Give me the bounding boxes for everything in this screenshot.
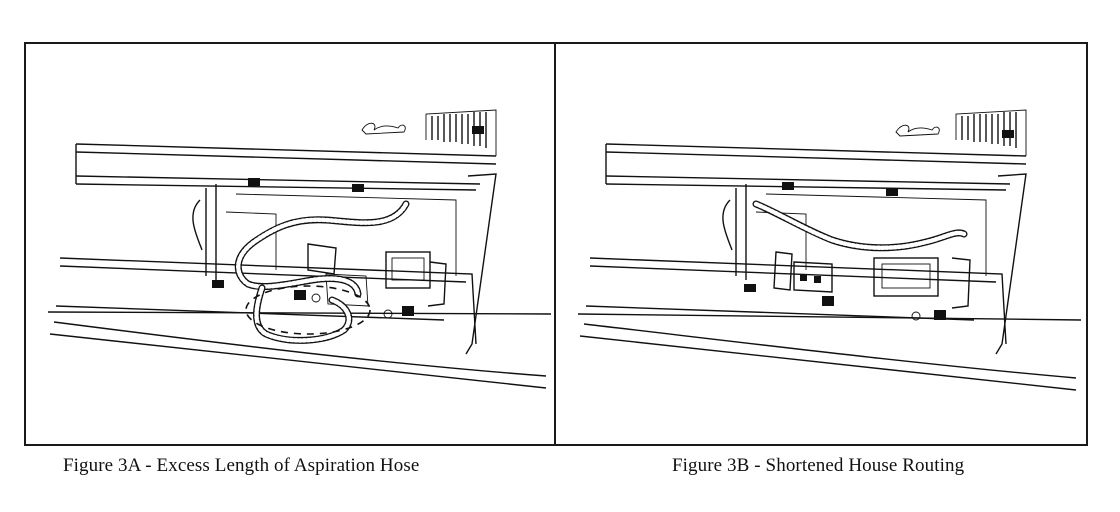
- figure-3a-illustration: [26, 44, 554, 444]
- figure-3a-emblem: [361, 122, 406, 135]
- figure-3a-caption: Figure 3A - Excess Length of Aspiration …: [63, 455, 420, 476]
- figure-3b-emblem: [895, 124, 940, 137]
- figure-frame: [24, 42, 1088, 446]
- figure-3b-drawing: [577, 109, 1082, 391]
- figure-divider: [554, 42, 556, 446]
- figure-3b-illustration: [556, 44, 1086, 444]
- figure-3a-grille: [425, 109, 497, 156]
- figure-3a-excess-highlight: [245, 285, 371, 335]
- figure-3b-caption: Figure 3B - Shortened House Routing: [672, 455, 965, 476]
- figure-3b-aspiration-hose: [752, 200, 968, 252]
- figure-3a-drawing: [47, 109, 552, 389]
- figure-3a-aspiration-hose: [234, 200, 410, 344]
- figure-3b-grille: [955, 109, 1027, 156]
